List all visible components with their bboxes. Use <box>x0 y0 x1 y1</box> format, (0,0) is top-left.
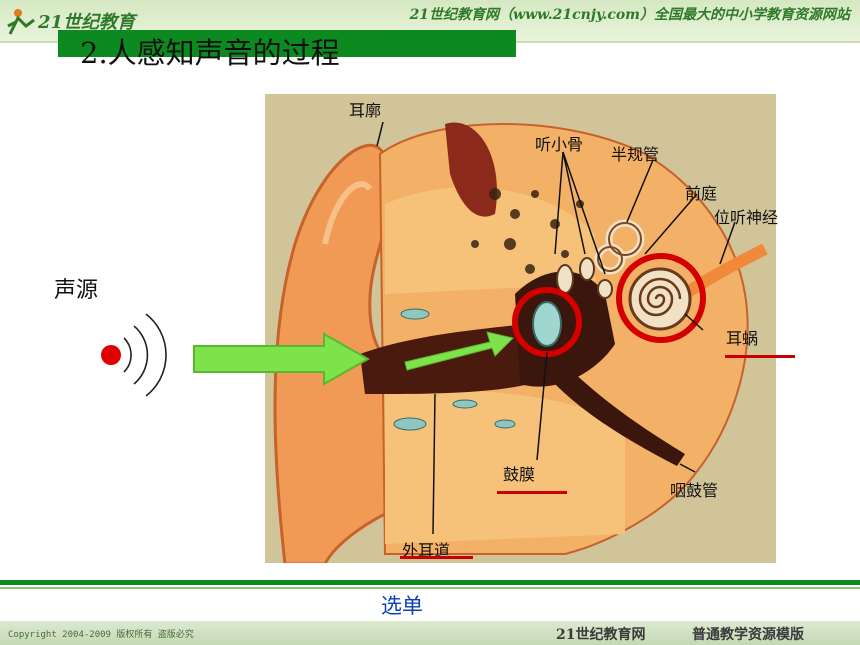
footer-template-name: 普通教学资源模版 <box>692 627 804 643</box>
eardrum-underline <box>497 491 567 494</box>
label-nerve: 位听神经 <box>714 208 779 227</box>
sound-source-icon <box>101 313 167 397</box>
label-ear-canal: 外耳道 <box>402 541 451 560</box>
sound-source-label: 声源 <box>54 278 99 303</box>
label-auricle: 耳廓 <box>349 101 382 120</box>
site-tagline: 21世纪教育网（www.21cnjy.com）全国最大的中小学教育资源网站 <box>409 7 850 23</box>
bottom-divider-thin <box>0 587 860 589</box>
cochlea-spiral <box>628 267 692 331</box>
sound-direction-arrow <box>193 332 371 386</box>
label-cochlea: 耳蜗 <box>726 329 759 348</box>
bottom-divider <box>0 580 860 585</box>
ear-canal-underline <box>400 556 473 559</box>
page-title: 2.人感知声音的过程 <box>80 36 340 70</box>
ear-anatomy-figure <box>265 94 776 563</box>
inner-sound-arrow <box>404 331 514 371</box>
title-bar <box>58 30 516 57</box>
runner-icon <box>7 9 35 35</box>
cochlea-highlight-circle <box>616 253 706 343</box>
label-eustachian-tube: 咽鼓管 <box>670 481 719 500</box>
site-logo: 21世纪教育 <box>7 9 138 35</box>
cochlea-underline <box>725 355 795 358</box>
copyright-text: Copyright 2004-2009 版权所有 盗版必究 <box>8 630 194 640</box>
label-ossicles: 听小骨 <box>535 135 584 154</box>
label-vestibule: 前庭 <box>685 184 718 203</box>
menu-link[interactable]: 选单 <box>381 594 423 618</box>
eardrum-shape <box>532 301 562 347</box>
label-semicircular-canals: 半规管 <box>611 145 660 164</box>
logo-text: 21世纪教育 <box>37 12 138 33</box>
label-eardrum: 鼓膜 <box>503 465 536 484</box>
footer-band <box>0 621 860 645</box>
footer-brand: 21世纪教育网 <box>556 627 646 643</box>
